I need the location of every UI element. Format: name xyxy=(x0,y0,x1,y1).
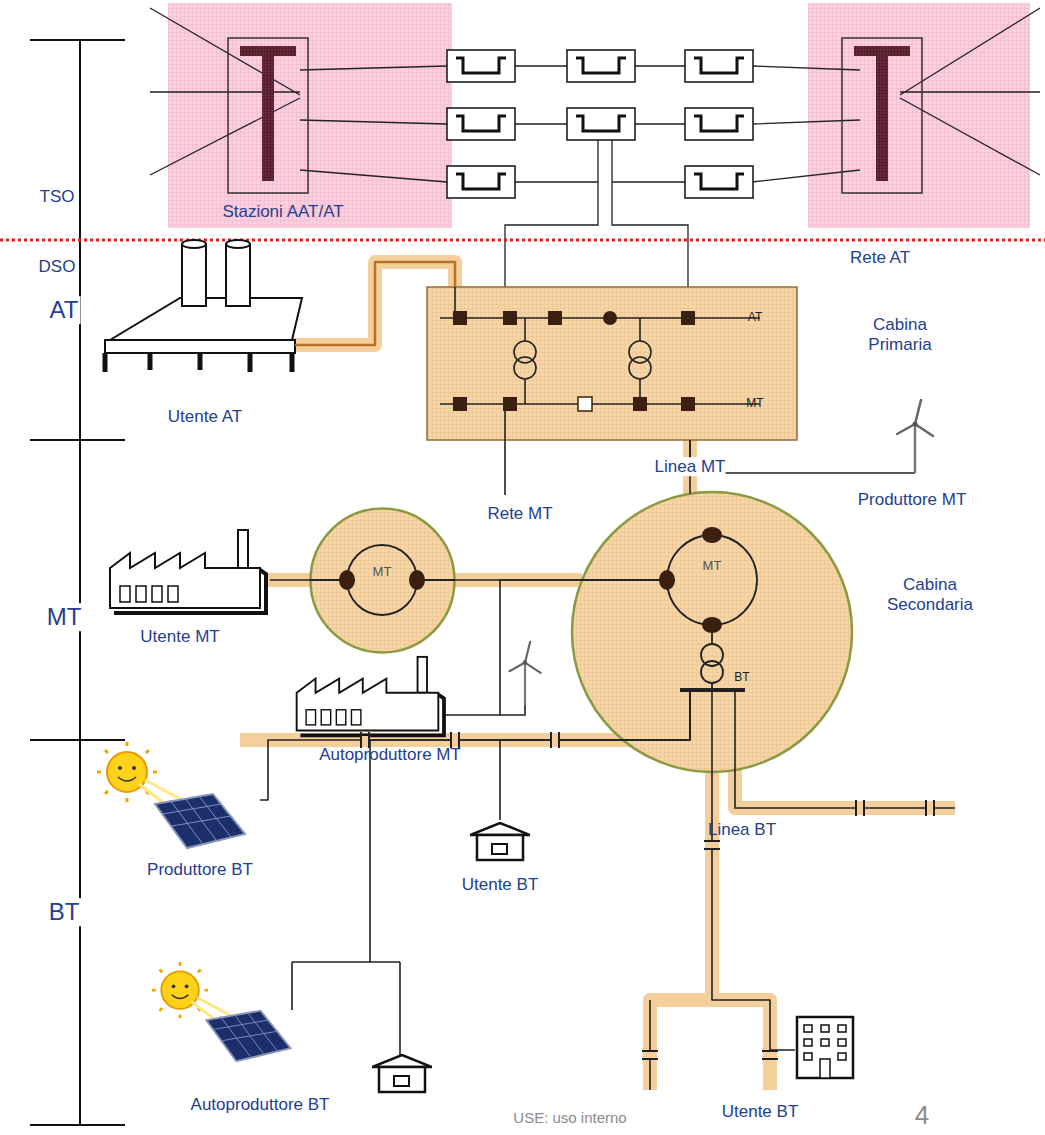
highlight-band xyxy=(240,262,955,1090)
substation-box xyxy=(447,50,515,82)
breaker-symbol xyxy=(856,800,864,816)
power-line xyxy=(295,262,455,345)
text-label: Linea BT xyxy=(708,820,776,840)
producer-icon: Produttore BT xyxy=(95,742,260,880)
node-label: Utente BT xyxy=(722,1102,799,1122)
building-icon xyxy=(372,823,853,1092)
node-label: MT xyxy=(746,397,763,411)
text-label: DSO xyxy=(39,257,76,277)
power-line xyxy=(270,580,311,581)
line-label: Linea MT xyxy=(655,457,726,477)
node-label: AT xyxy=(748,311,762,325)
substation-symbol xyxy=(447,50,753,198)
user-icon: Utente BT xyxy=(440,820,560,898)
user-icon: Utente AT xyxy=(100,240,295,430)
node-label: Cabina Primaria xyxy=(845,315,955,354)
breaker-symbol xyxy=(704,841,720,849)
wires xyxy=(292,473,955,1090)
user-icon: Utente BT xyxy=(795,1015,855,1080)
factory-icon xyxy=(105,240,444,735)
user-icon: Utente MT xyxy=(100,525,270,650)
transmission-lines xyxy=(150,8,1040,318)
breaker-symbol xyxy=(551,732,559,748)
producer-icon: Autoproduttore MT xyxy=(275,650,465,768)
node-label: Utente MT xyxy=(140,627,219,647)
breaker-symbol xyxy=(642,1051,658,1059)
wind-turbine xyxy=(509,400,933,705)
node-label: MT xyxy=(703,559,722,574)
node-label: Autoproduttore BT xyxy=(191,1095,330,1115)
text-label: USE: uso interno xyxy=(513,1109,626,1126)
station-region: Stazioni AAT/AT xyxy=(168,3,452,228)
node-label: Cabina Secondaria xyxy=(875,575,985,614)
primary-substation xyxy=(427,287,797,440)
text-label: BT xyxy=(47,898,82,926)
power-line xyxy=(500,690,690,820)
busbar-symbol xyxy=(576,58,626,73)
substation-box xyxy=(685,108,753,140)
busbar-symbol xyxy=(456,58,506,73)
substation-box xyxy=(447,166,515,198)
station-region xyxy=(808,3,1030,228)
text-label: 4 xyxy=(915,1101,929,1131)
dso-boundary xyxy=(0,239,1045,242)
text-label: TSO xyxy=(40,187,75,207)
node-label: Utente AT xyxy=(168,407,242,427)
mv-cabin xyxy=(311,509,455,653)
substation-box xyxy=(685,50,753,82)
busbar-symbol xyxy=(694,116,744,131)
busbar-symbol xyxy=(456,116,506,131)
primary-substation: ATMTCabina Primaria xyxy=(427,287,797,440)
power-line xyxy=(712,690,795,1050)
breaker-symbol xyxy=(926,800,934,816)
text-label: Rete AT xyxy=(850,248,910,268)
station-symbol xyxy=(228,38,922,193)
node-label: Utente BT xyxy=(462,875,539,895)
breaker-symbol xyxy=(762,1051,778,1059)
producer-icon: Autoproduttore BT xyxy=(145,955,450,1115)
pv-icon xyxy=(97,742,291,1061)
secondary-substation: MTBTCabina Secondaria xyxy=(572,492,852,772)
station-region xyxy=(168,3,452,228)
substation-box xyxy=(685,166,753,198)
node-label: MT xyxy=(373,564,392,579)
node-label: BT xyxy=(734,671,749,685)
busbar-symbol xyxy=(694,58,744,73)
node-label: Stazioni AAT/AT xyxy=(222,202,343,222)
node-label: Produttore BT xyxy=(147,860,253,880)
node-label: Produttore MT xyxy=(858,490,967,510)
substation-box xyxy=(567,108,635,140)
busbar-symbol xyxy=(694,174,744,189)
text-label: Rete MT xyxy=(487,504,552,524)
cabin-scheme xyxy=(310,535,757,690)
mv-cabin: MT xyxy=(311,509,455,653)
node-label: Autoproduttore MT xyxy=(319,745,461,765)
text-label: AT xyxy=(48,296,81,324)
substation-box xyxy=(567,50,635,82)
producer-icon: Produttore MT xyxy=(835,398,995,513)
busbar-symbol xyxy=(576,116,626,131)
primary-substation-scheme xyxy=(440,287,760,495)
power-line xyxy=(370,690,690,955)
breaker-symbol xyxy=(453,311,695,411)
busbar-symbol xyxy=(456,174,506,189)
power-line xyxy=(465,580,582,715)
substation-box xyxy=(447,108,515,140)
text-label: MT xyxy=(45,603,84,631)
power-line xyxy=(260,690,690,800)
